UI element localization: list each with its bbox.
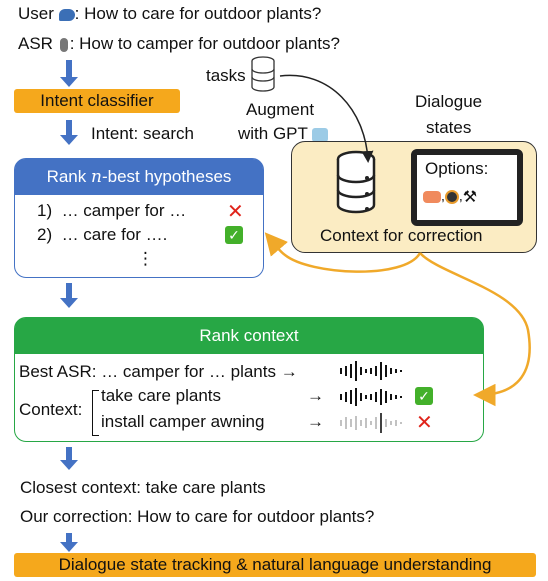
intent-classifier-label: Intent classifier bbox=[40, 91, 154, 110]
asr-utterance: ASR : How to camper for outdoor plants? bbox=[18, 34, 340, 54]
arrow-hyp-to-context bbox=[60, 283, 78, 308]
arrow-context-to-output bbox=[60, 447, 78, 470]
rank-hypotheses-box: Rank n-best hypotheses 1) … camper for …… bbox=[14, 158, 264, 278]
waveform-best-asr bbox=[340, 361, 402, 381]
context-to-hypotheses-curve bbox=[264, 232, 422, 273]
arrow-asr-to-intent bbox=[60, 60, 78, 87]
asr-label: ASR bbox=[18, 34, 53, 53]
intent-classifier-box: Intent classifier bbox=[14, 89, 180, 113]
asr-text: : How to camper for outdoor plants? bbox=[69, 34, 340, 53]
hypothesis-2-num: 2) bbox=[37, 225, 53, 244]
intent-result: Intent: search bbox=[91, 124, 195, 143]
best-asr-line: Best ASR: … camper for … plants → bbox=[19, 362, 298, 381]
speech-icon bbox=[58, 8, 75, 21]
rank-title-n: n bbox=[91, 167, 102, 187]
context-label: Context: bbox=[19, 400, 83, 419]
rank-context-header: Rank context bbox=[15, 318, 483, 354]
augment-label-2: with GPT bbox=[238, 124, 329, 144]
cooking-pan-icon bbox=[444, 190, 459, 204]
user-text: : How to care for outdoor plants? bbox=[74, 4, 322, 23]
check-icon: ✓ bbox=[415, 387, 433, 405]
dst-label: Dialogue state tracking & natural langua… bbox=[58, 555, 492, 574]
context-item-1: take care plants bbox=[101, 386, 222, 405]
options-label: Options: bbox=[425, 159, 489, 178]
context-item-1-arrow: → bbox=[307, 386, 324, 405]
arrow-correction-to-dst bbox=[60, 533, 78, 552]
rank-context-box: Rank context Best ASR: … camper for … pl… bbox=[14, 317, 484, 442]
context-bracket bbox=[92, 390, 99, 436]
options-icons: ,,⚒ bbox=[423, 187, 477, 207]
waveform-context-2 bbox=[340, 413, 402, 433]
augment-label-2-text: with GPT bbox=[238, 124, 308, 143]
context-caption: Context for correction bbox=[320, 226, 483, 245]
context-to-rank-context-curve bbox=[419, 252, 531, 407]
dialogue-states-label-1: Dialogue bbox=[415, 92, 483, 111]
tasks-label: tasks bbox=[206, 66, 246, 85]
dialogue-states-label-2: states bbox=[426, 118, 472, 137]
hammer-icon: ⚒ bbox=[462, 189, 478, 206]
check-icon: ✓ bbox=[225, 226, 243, 244]
dst-box: Dialogue state tracking & natural langua… bbox=[14, 553, 536, 577]
tablet-screen: Options: ,,⚒ bbox=[411, 149, 523, 226]
rank-title-post: -best hypotheses bbox=[101, 167, 232, 186]
sushi-icon bbox=[423, 191, 441, 203]
context-item-2: install camper awning bbox=[101, 412, 265, 431]
microphone-icon bbox=[59, 37, 68, 52]
hypothesis-1-num: 1) bbox=[37, 201, 53, 220]
hypothesis-2: 2) … care for …. bbox=[37, 225, 167, 245]
context-item-2-arrow: → bbox=[307, 412, 324, 431]
cross-icon: ✕ bbox=[416, 412, 433, 434]
hypothesis-ellipsis: ⋮ bbox=[137, 249, 154, 268]
context-for-correction-box: Options: ,,⚒ Context for correction bbox=[291, 141, 537, 253]
user-utterance: User : How to care for outdoor plants? bbox=[18, 4, 321, 24]
closest-context: Closest context: take care plants bbox=[20, 478, 266, 497]
our-correction: Our correction: How to care for outdoor … bbox=[20, 507, 375, 526]
rank-title-pre: Rank bbox=[46, 167, 91, 186]
hypothesis-1: 1) … camper for … bbox=[37, 201, 186, 221]
hypothesis-2-text: … care for …. bbox=[61, 225, 168, 244]
tasks-database-icon bbox=[251, 56, 275, 92]
rank-hypotheses-header: Rank n-best hypotheses bbox=[15, 159, 263, 195]
cross-icon: ✕ bbox=[227, 201, 244, 223]
arrow-intent-to-rank bbox=[60, 120, 78, 145]
augment-label-1: Augment bbox=[246, 100, 315, 119]
hypothesis-1-text: … camper for … bbox=[61, 201, 187, 220]
user-label: User bbox=[18, 4, 54, 23]
waveform-context-1 bbox=[340, 388, 402, 406]
augment-arrow bbox=[279, 74, 374, 163]
robot-icon bbox=[312, 127, 329, 142]
